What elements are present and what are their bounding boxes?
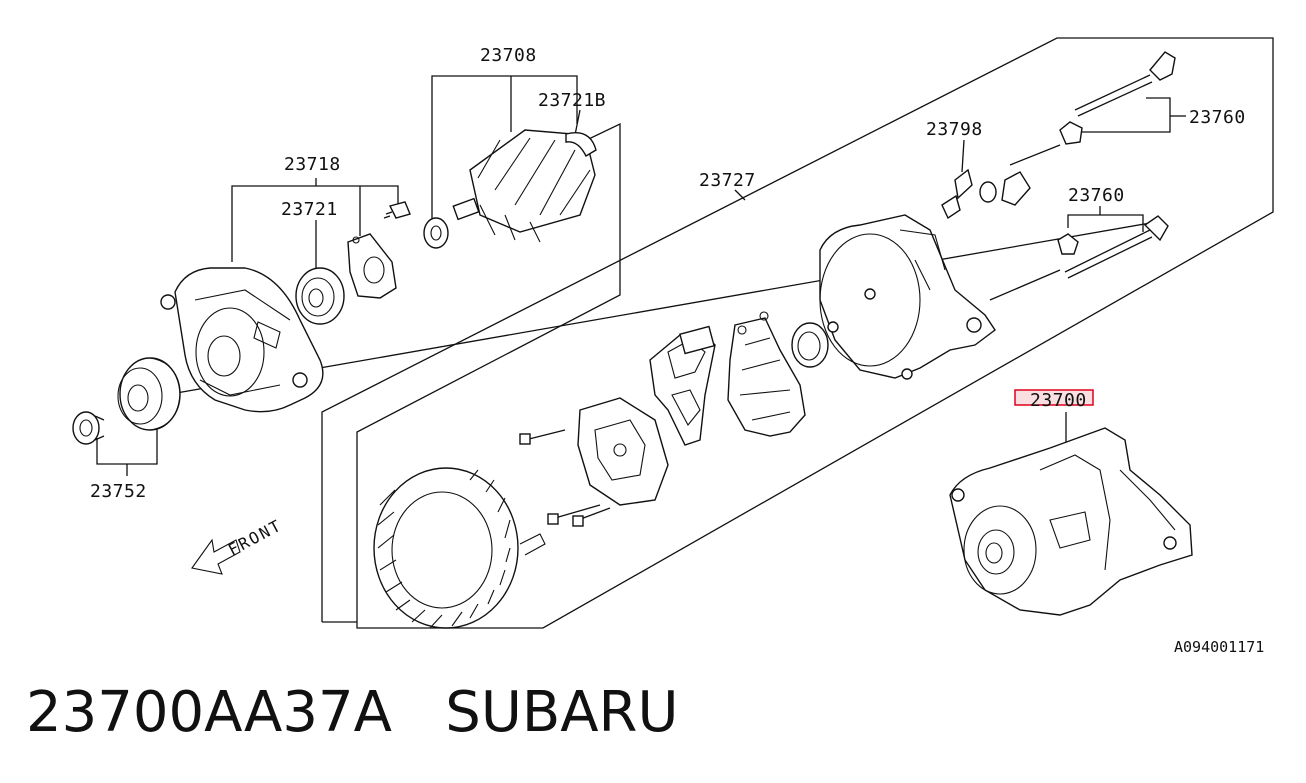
- part-rectifier-plate: [519, 397, 669, 527]
- label-23752[interactable]: 23752: [90, 481, 147, 502]
- highlight-box: [1014, 389, 1094, 406]
- assembly-frame: [321, 37, 1274, 629]
- part-rear-bearing: [423, 217, 449, 249]
- front-label: FRONT: [225, 515, 285, 559]
- label-23721B[interactable]: 23721B: [538, 90, 606, 111]
- brand-name: SUBARU: [445, 680, 679, 745]
- part-retainer-plate: [347, 233, 397, 299]
- part-seal-ring: [791, 322, 829, 368]
- figure-code: A094001171: [1174, 638, 1264, 656]
- label-23760-lower[interactable]: 23760: [1068, 185, 1125, 206]
- alternator-exploded-diagram: FRONT 23708 23721B 23718 23721 23727 237…: [72, 37, 1274, 656]
- label-23708[interactable]: 23708: [480, 45, 537, 66]
- part-nut-23752: [72, 411, 105, 445]
- label-23700[interactable]: 23700: [1030, 390, 1087, 411]
- part-regulator: [727, 311, 806, 437]
- highlighted-part-23700[interactable]: 23700: [1014, 389, 1094, 411]
- part-rotor-23708: [452, 129, 597, 243]
- part-number: 23700AA37A: [26, 680, 392, 745]
- part-bolt-lower-23760: [989, 215, 1169, 301]
- part-alternator-assembly-23700: [949, 427, 1193, 616]
- leader-lines: [96, 75, 1186, 476]
- part-front-housing-23718: [160, 267, 324, 413]
- part-pulley: [117, 357, 181, 431]
- label-23727[interactable]: 23727: [699, 170, 756, 191]
- part-caption: 23700AA37A SUBARU: [26, 680, 678, 745]
- label-23760-upper[interactable]: 23760: [1189, 107, 1246, 128]
- front-direction-arrow: FRONT: [191, 515, 285, 575]
- label-23721[interactable]: 23721: [281, 199, 338, 220]
- part-stator: [373, 467, 546, 629]
- part-terminal-23798: [941, 144, 1061, 220]
- part-bolt-upper-23760: [1059, 51, 1176, 145]
- part-brush-holder: [649, 325, 716, 446]
- part-bearing-23721: [295, 267, 345, 325]
- label-23718[interactable]: 23718: [284, 154, 341, 175]
- label-23798[interactable]: 23798: [926, 119, 983, 140]
- part-rear-housing: [819, 214, 996, 380]
- part-screw: [383, 201, 411, 219]
